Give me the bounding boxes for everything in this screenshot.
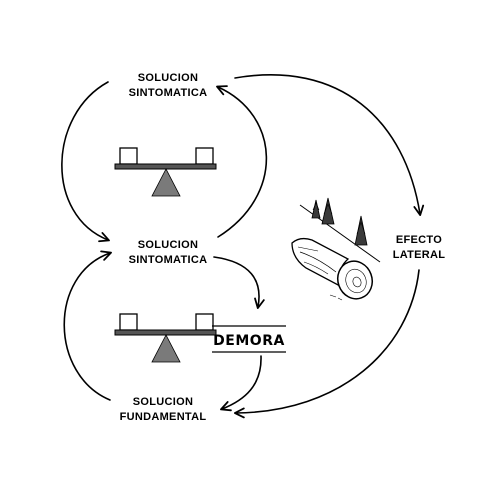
arrow-top-to-side-effect [234, 74, 425, 217]
delay-marker: DEMORA [212, 325, 286, 353]
scale-beam [114, 163, 217, 170]
balance-scale-icon [114, 147, 217, 197]
node-fundamental-line2: FUNDAMENTAL [120, 411, 207, 423]
log-with-trees-icon [291, 197, 381, 301]
arrow-middle-to-top-right [216, 85, 268, 238]
arrow-side-effect-to-fundamental [233, 269, 420, 419]
node-fundamental: SOLUCION FUNDAMENTAL [120, 396, 207, 423]
node-side-effect: EFECTO LATERAL [393, 234, 446, 261]
log-end [337, 260, 373, 300]
node-side-effect-line2: LATERAL [393, 249, 446, 261]
arrow-middle-to-delay [213, 256, 265, 309]
node-top-symptomatic: SOLUCION SINTOMATICA [129, 72, 208, 99]
scale-fulcrum [151, 334, 181, 363]
scale-left-weight [119, 147, 138, 165]
node-top-symptomatic-line2: SINTOMATICA [129, 87, 208, 99]
node-middle-symptomatic: SOLUCION SINTOMATICA [129, 239, 208, 266]
scale-fulcrum [151, 168, 181, 197]
tree-icon [354, 215, 368, 246]
node-middle-symptomatic-line1: SOLUCION [138, 239, 198, 251]
node-side-effect-line1: EFECTO [396, 234, 442, 246]
node-middle-symptomatic-line2: SINTOMATICA [129, 254, 208, 266]
node-top-symptomatic-line1: SOLUCION [138, 72, 198, 84]
balance-scale-icon [114, 313, 217, 363]
arrow-fundamental-to-middle [63, 250, 112, 401]
scale-right-weight [195, 147, 214, 165]
tree-icon [311, 199, 321, 219]
scale-beam [114, 329, 217, 336]
arrow-delay-to-fundamental [220, 355, 262, 412]
scale-left-weight [119, 313, 138, 331]
tree-icon [321, 197, 335, 225]
node-fundamental-line1: SOLUCION [133, 396, 193, 408]
arrow-top-to-middle-left [61, 81, 110, 243]
scale-right-weight [195, 313, 214, 331]
delay-label: DEMORA [213, 333, 285, 349]
